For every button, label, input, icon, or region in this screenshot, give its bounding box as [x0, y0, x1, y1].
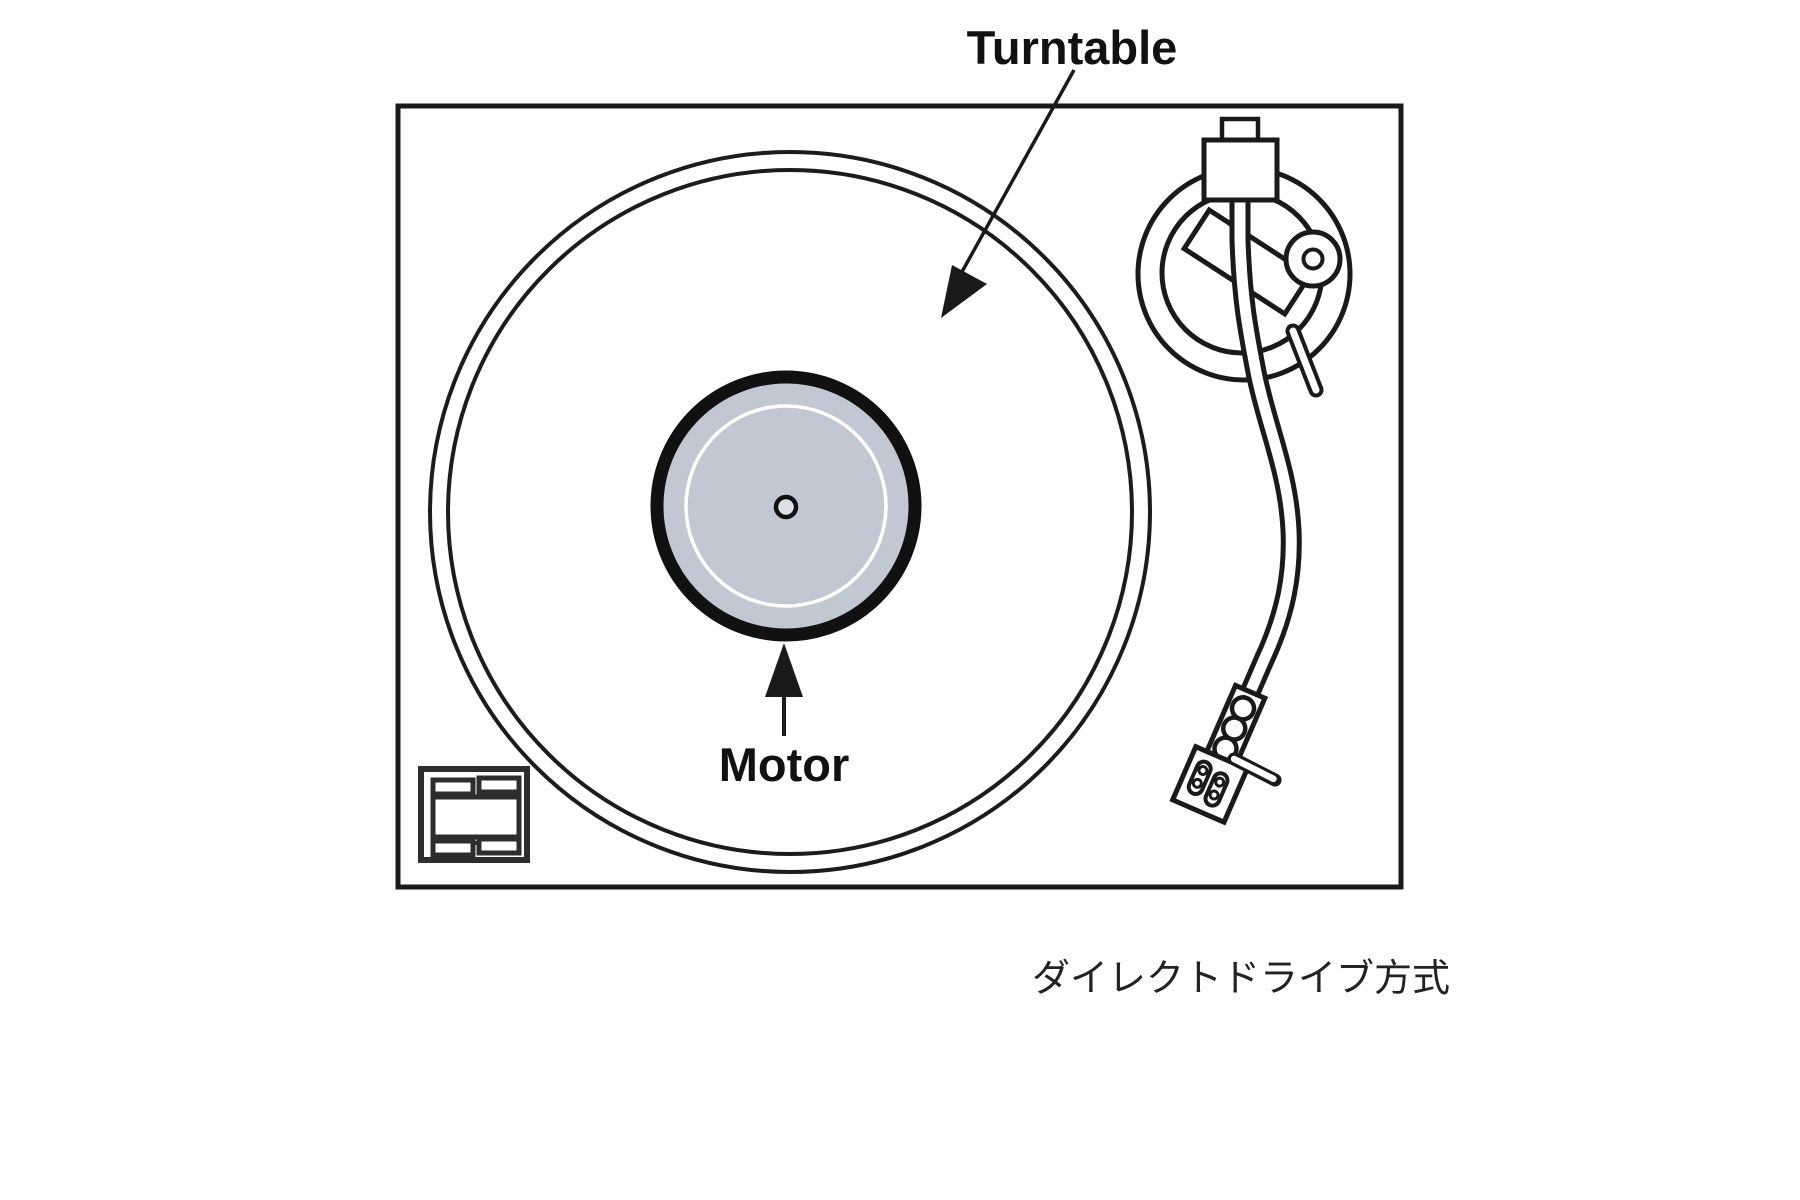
slot-dot: [1197, 765, 1209, 777]
headshell: [1169, 682, 1282, 826]
switch-key-bottom-right: [476, 836, 522, 856]
switch-key-top-right: [476, 775, 522, 795]
tonearm-assembly: [1135, 116, 1353, 826]
turntable-label: Turntable: [967, 21, 1178, 74]
slot-dot: [1214, 776, 1226, 788]
arrowhead-down-left: [941, 265, 987, 318]
arrowhead-up: [765, 643, 803, 697]
spindle-hole: [773, 494, 799, 520]
slot-dot: [1191, 777, 1203, 789]
counterweight: [1201, 137, 1280, 203]
power-switch: [418, 766, 530, 863]
finger-lift: [1227, 752, 1282, 787]
anti-skate-lever: [1285, 323, 1324, 398]
tonearm-tube: [1229, 182, 1302, 701]
motor-callout-arrow: [765, 643, 803, 736]
lift-pivot-hole: [1301, 247, 1325, 271]
switch-key-bottom-left: [430, 838, 476, 858]
motor-label: Motor: [719, 738, 850, 791]
switch-window: [430, 794, 522, 840]
slot-dot: [1208, 789, 1220, 801]
caption-text: ダイレクトドライブ方式: [1032, 958, 1450, 1000]
switch-key-top-left: [430, 777, 476, 797]
motor-hub: [650, 370, 922, 642]
motor-inner-ring: [684, 404, 888, 608]
turntable-callout-arrow: [941, 69, 1076, 318]
